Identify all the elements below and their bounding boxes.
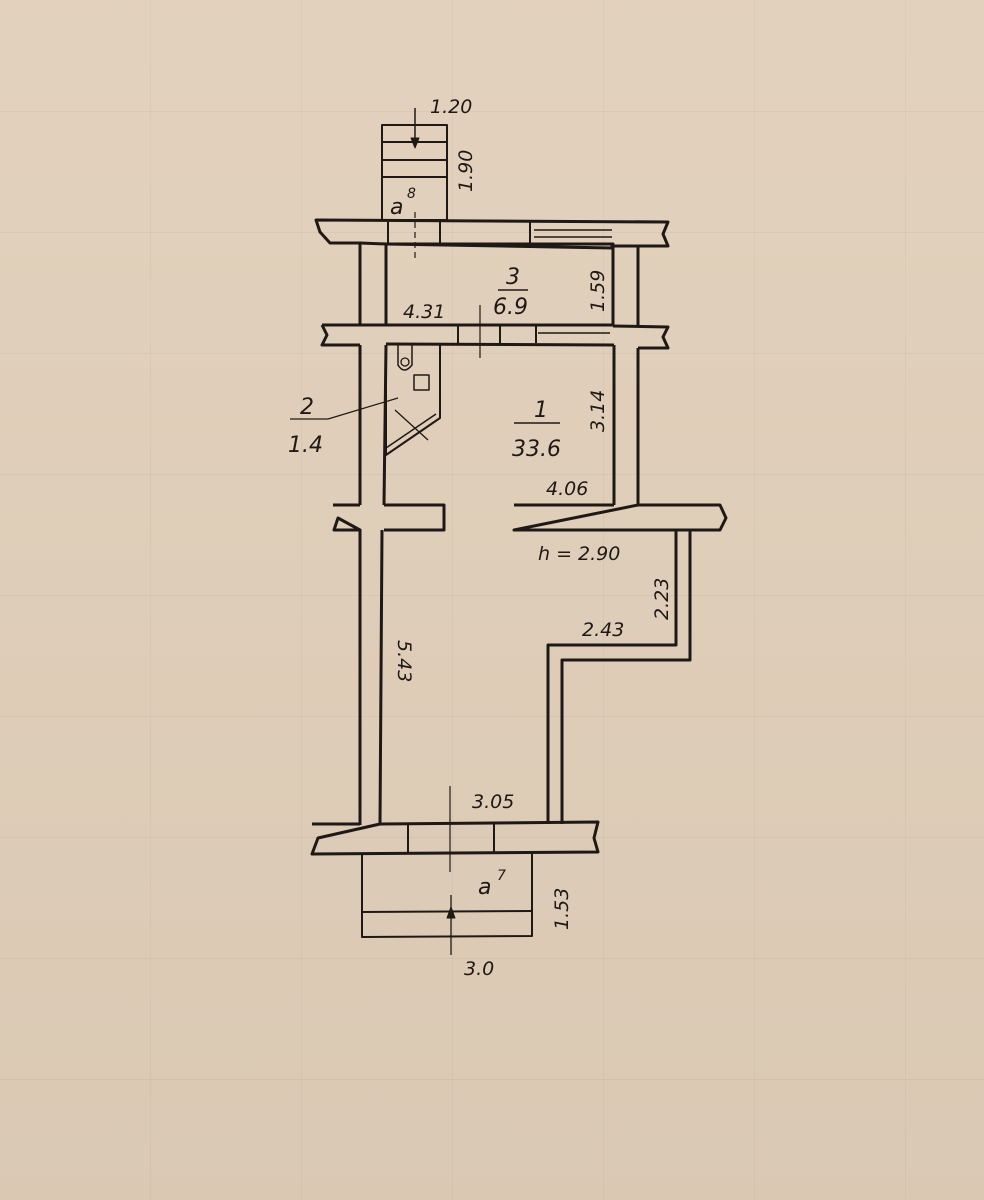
room-2-bathroom [385,345,441,456]
room-3-area: 6.9 [493,295,528,320]
room-3-number: 3 [506,265,520,290]
room-1-width: 4.06 [546,478,588,500]
cross-wall [332,503,728,532]
room-3-length: 1.59 [587,270,609,312]
room-1-number: 1 [534,398,548,423]
alcove-depth: 2.23 [651,578,673,620]
stair-a7-label: a [478,875,491,900]
stair-a8-label: a [390,195,403,220]
stair-a7-superscript: 7 [497,868,506,884]
middle-wall [320,305,670,358]
room-2-number: 2 [300,395,314,420]
stair-a7 [361,853,533,955]
front-wall-width: 3.05 [472,791,514,813]
stair-a8-length: 1.90 [455,150,477,192]
stair-a8 [381,108,448,262]
hall-length: 5.43 [393,640,415,682]
alcove-width: 2.43 [582,619,624,641]
room-3-width: 4.31 [403,301,445,323]
room-2-area: 1.4 [288,433,323,458]
room-1-length: 3.14 [587,390,609,432]
ceiling-height: h = 2.90 [538,543,620,565]
stair-a8-superscript: 8 [407,186,416,202]
room-1-area: 33.6 [512,437,561,462]
bottom-wall [310,786,600,872]
stair-a7-length: 1.53 [551,888,573,930]
stair-a7-width: 3.0 [464,958,494,980]
stair-a8-width: 1.20 [430,96,472,118]
